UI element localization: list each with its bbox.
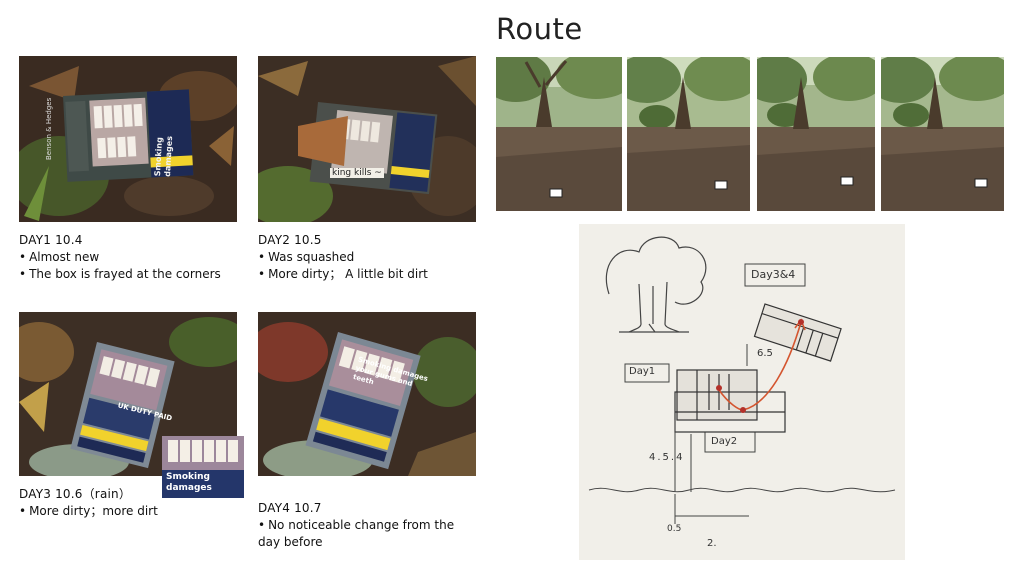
page-title: Route — [496, 12, 583, 46]
route-photo-1 — [496, 57, 622, 211]
sketch-distance-b: 4.5.4 — [649, 452, 685, 463]
day1-note: The box is frayed at the corners — [19, 266, 249, 283]
day1-label: DAY1 10.4 — [19, 233, 83, 247]
day2-label: DAY2 10.5 — [258, 233, 322, 247]
day1-note: Almost new — [19, 249, 249, 266]
route-sketch: Day3&4 Day1 Day2 6.5 4.5.4 0.5 2. — [579, 224, 905, 560]
day2-note: More dirty； A little bit dirt — [258, 266, 488, 283]
day2-photo: king kills ~ — [258, 56, 476, 222]
sketch-label-day34: Day3&4 — [751, 268, 796, 281]
day3-caption: DAY3 10.6（rain） More dirty；more dirt — [19, 486, 179, 520]
sketch-label-day2: Day2 — [711, 436, 738, 447]
route-photo-3 — [757, 57, 875, 211]
day3-label: DAY3 10.6（rain） — [19, 487, 132, 501]
pack-brand-text: Benson & Hedges — [45, 97, 53, 160]
day4-caption: DAY4 10.7 No noticeable change from the … — [258, 500, 468, 551]
day2-caption: DAY2 10.5 Was squashed More dirty； A lit… — [258, 232, 488, 283]
day1-photo: Smoking damages Benson & Hedges — [19, 56, 237, 222]
pack-warning-text: Smoking damages — [153, 135, 175, 177]
day3-note: More dirty；more dirt — [19, 503, 179, 520]
route-photo-4 — [881, 57, 1004, 211]
pack-kills-text: king kills ~ — [330, 168, 384, 178]
sketch-distance-a: 6.5 — [757, 348, 773, 359]
day2-note: Was squashed — [258, 249, 488, 266]
day1-caption: DAY1 10.4 Almost new The box is frayed a… — [19, 232, 249, 283]
sketch-distance-d: 2. — [707, 538, 717, 549]
tree-drawing — [605, 236, 707, 333]
day3-photo: UK DUTY PAID — [19, 312, 237, 476]
sketch-distance-c: 0.5 — [667, 524, 682, 534]
sketch-label-day1: Day1 — [629, 366, 656, 377]
route-photo-2 — [627, 57, 750, 211]
day4-label: DAY4 10.7 — [258, 501, 322, 515]
inset-warning-text: Smoking damages — [166, 472, 212, 493]
day4-note: No noticeable change from the day before — [258, 517, 468, 551]
day3-inset-photo: Smoking damages — [162, 436, 244, 498]
day4-photo: Smoking damages your gums and teeth — [258, 312, 476, 476]
